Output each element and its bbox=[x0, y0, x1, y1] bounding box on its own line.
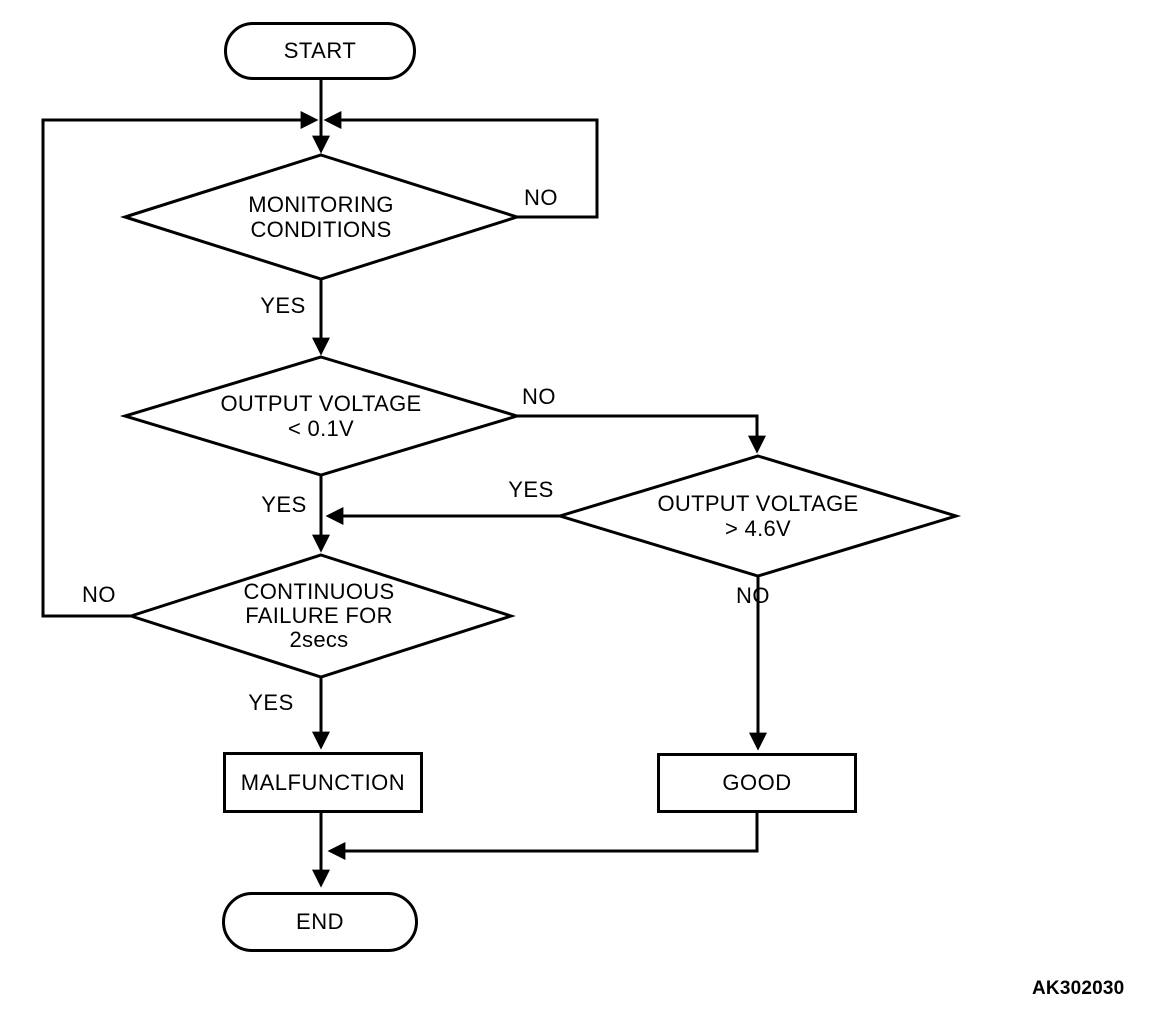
good-node: GOOD bbox=[657, 753, 857, 813]
end-node: END bbox=[222, 892, 418, 952]
edge-label-output-low-yes: YES bbox=[261, 492, 307, 517]
edge-label-monitoring-yes: YES bbox=[260, 293, 306, 318]
good-label: GOOD bbox=[722, 770, 792, 795]
edge-label-continuous-no: NO bbox=[82, 582, 116, 607]
decision-output-voltage-high-label: OUTPUT VOLTAGE > 4.6V bbox=[657, 491, 859, 541]
malfunction-node: MALFUNCTION bbox=[223, 752, 423, 813]
decision-continuous-failure-label: CONTINUOUS FAILURE FOR 2secs bbox=[243, 579, 395, 652]
edge-good-to-end bbox=[327, 813, 759, 860]
edge-monitoring-no-loop bbox=[323, 111, 599, 219]
decision-output-voltage-low-label: OUTPUT VOLTAGE < 0.1V bbox=[220, 391, 422, 441]
edge-label-monitoring-no: NO bbox=[524, 185, 558, 210]
edge-label-output-high-yes: YES bbox=[508, 477, 554, 502]
edge-label-continuous-yes: YES bbox=[248, 690, 294, 715]
start-node: START bbox=[224, 22, 416, 80]
start-label: START bbox=[283, 38, 357, 63]
edge-continuous-no-loop bbox=[41, 111, 319, 618]
decision-monitoring-conditions-label: MONITORING CONDITIONS bbox=[248, 192, 394, 242]
edge-output-low-no bbox=[517, 414, 766, 454]
edge-label-output-high-no: NO bbox=[736, 583, 770, 608]
figure-code: AK302030 bbox=[1032, 978, 1125, 999]
edge-label-output-low-no: NO bbox=[522, 384, 556, 409]
malfunction-label: MALFUNCTION bbox=[240, 769, 406, 795]
end-label: END bbox=[296, 909, 344, 934]
